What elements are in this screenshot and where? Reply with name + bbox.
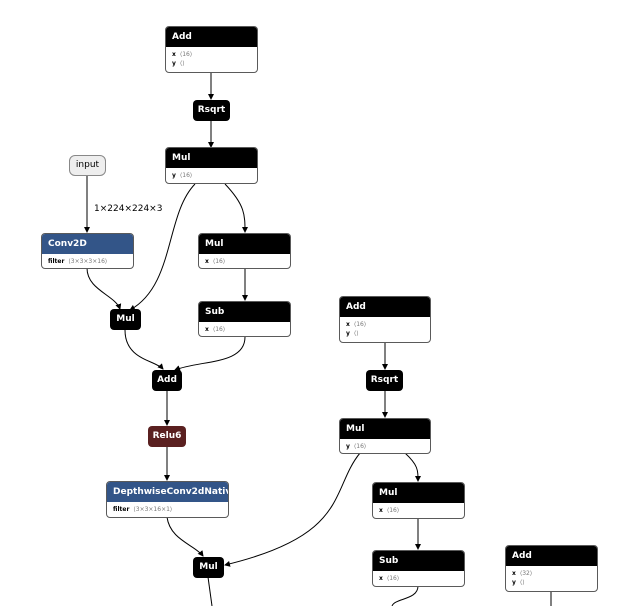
edge-mul5-mul6 bbox=[404, 452, 421, 482]
attr-row: x⟨32⟩ bbox=[512, 570, 533, 577]
node-mul-6[interactable]: Mul x⟨16⟩ bbox=[372, 482, 465, 519]
node-attributes: x⟨16⟩ bbox=[373, 503, 464, 515]
node-attributes: x⟨16⟩ y⟨⟩ bbox=[340, 317, 430, 338]
node-title: Conv2D bbox=[42, 234, 133, 254]
edge-mul3-add2 bbox=[124, 329, 164, 370]
node-relu6[interactable]: Relu6 bbox=[148, 426, 186, 447]
node-rsqrt-2[interactable]: Rsqrt bbox=[366, 370, 403, 391]
node-title: Add bbox=[340, 297, 430, 317]
attr-row: y⟨16⟩ bbox=[346, 443, 367, 450]
node-depthwise-conv2d-native[interactable]: DepthwiseConv2dNative filter⟨3×3×16×1⟩ bbox=[106, 481, 229, 518]
attr-row: y⟨⟩ bbox=[346, 330, 359, 337]
attr-row: x⟨16⟩ bbox=[379, 575, 400, 582]
node-attributes: filter⟨3×3×3×16⟩ bbox=[42, 254, 133, 266]
edge-sub1-add2 bbox=[174, 336, 246, 371]
attr-row: y⟨⟩ bbox=[512, 579, 525, 586]
node-sub-1[interactable]: Sub x⟨16⟩ bbox=[198, 301, 291, 337]
attr-row: y⟨16⟩ bbox=[172, 172, 193, 179]
node-title: Add bbox=[506, 546, 597, 566]
edge-depthwise-mul4 bbox=[166, 516, 204, 557]
node-title: Mul bbox=[166, 148, 257, 168]
node-attributes: x⟨32⟩ y⟨⟩ bbox=[506, 566, 597, 587]
attr-row: y⟨⟩ bbox=[172, 60, 185, 67]
node-attributes: x⟨16⟩ bbox=[199, 322, 290, 334]
node-title: Add bbox=[166, 27, 257, 47]
node-title: Mul bbox=[340, 419, 430, 439]
edge-sub2-out bbox=[391, 585, 419, 606]
node-input[interactable]: input bbox=[69, 155, 106, 176]
node-mul-5[interactable]: Mul y⟨16⟩ bbox=[339, 418, 431, 454]
node-title: Mul bbox=[373, 483, 464, 503]
attr-row: x⟨16⟩ bbox=[379, 507, 400, 514]
node-mul-1[interactable]: Mul y⟨16⟩ bbox=[165, 147, 258, 184]
edge-label-input-shape: 1×224×224×3 bbox=[94, 204, 162, 214]
node-rsqrt-1[interactable]: Rsqrt bbox=[193, 100, 230, 121]
node-add-3[interactable]: Add x⟨16⟩ y⟨⟩ bbox=[339, 296, 431, 343]
attr-row: x⟨16⟩ bbox=[205, 258, 226, 265]
node-attributes: x⟨16⟩ bbox=[373, 571, 464, 583]
node-title: Sub bbox=[199, 302, 290, 322]
attr-row: filter⟨3×3×3×16⟩ bbox=[48, 258, 108, 265]
attr-row: x⟨16⟩ bbox=[205, 326, 226, 333]
node-add-2[interactable]: Add bbox=[152, 370, 182, 391]
node-conv2d[interactable]: Conv2D filter⟨3×3×3×16⟩ bbox=[41, 233, 134, 269]
node-title: Mul bbox=[199, 234, 290, 254]
edge-mul4-out bbox=[207, 576, 213, 606]
edge-mul5-mul4 bbox=[224, 452, 361, 567]
node-attributes: x⟨16⟩ bbox=[199, 254, 290, 266]
node-sub-2[interactable]: Sub x⟨16⟩ bbox=[372, 550, 465, 587]
edge-mul1-mul3 bbox=[129, 183, 196, 311]
node-mul-2[interactable]: Mul x⟨16⟩ bbox=[198, 233, 291, 269]
node-attributes: y⟨16⟩ bbox=[340, 439, 430, 451]
node-attributes: y⟨16⟩ bbox=[166, 168, 257, 180]
node-add-4[interactable]: Add x⟨32⟩ y⟨⟩ bbox=[505, 545, 598, 592]
edge-mul1-mul2 bbox=[224, 183, 248, 233]
node-mul-4[interactable]: Mul bbox=[193, 557, 224, 578]
node-attributes: filter⟨3×3×16×1⟩ bbox=[107, 502, 228, 514]
node-add-1[interactable]: Add x⟨16⟩ y⟨⟩ bbox=[165, 26, 258, 73]
node-title: Sub bbox=[373, 551, 464, 571]
node-attributes: x⟨16⟩ y⟨⟩ bbox=[166, 47, 257, 68]
attr-row: x⟨16⟩ bbox=[172, 51, 193, 58]
attr-row: filter⟨3×3×16×1⟩ bbox=[113, 506, 173, 513]
node-mul-3[interactable]: Mul bbox=[110, 309, 141, 330]
edge-conv2d-mul3 bbox=[86, 267, 122, 310]
node-title: DepthwiseConv2dNative bbox=[107, 482, 228, 502]
attr-row: x⟨16⟩ bbox=[346, 321, 367, 328]
